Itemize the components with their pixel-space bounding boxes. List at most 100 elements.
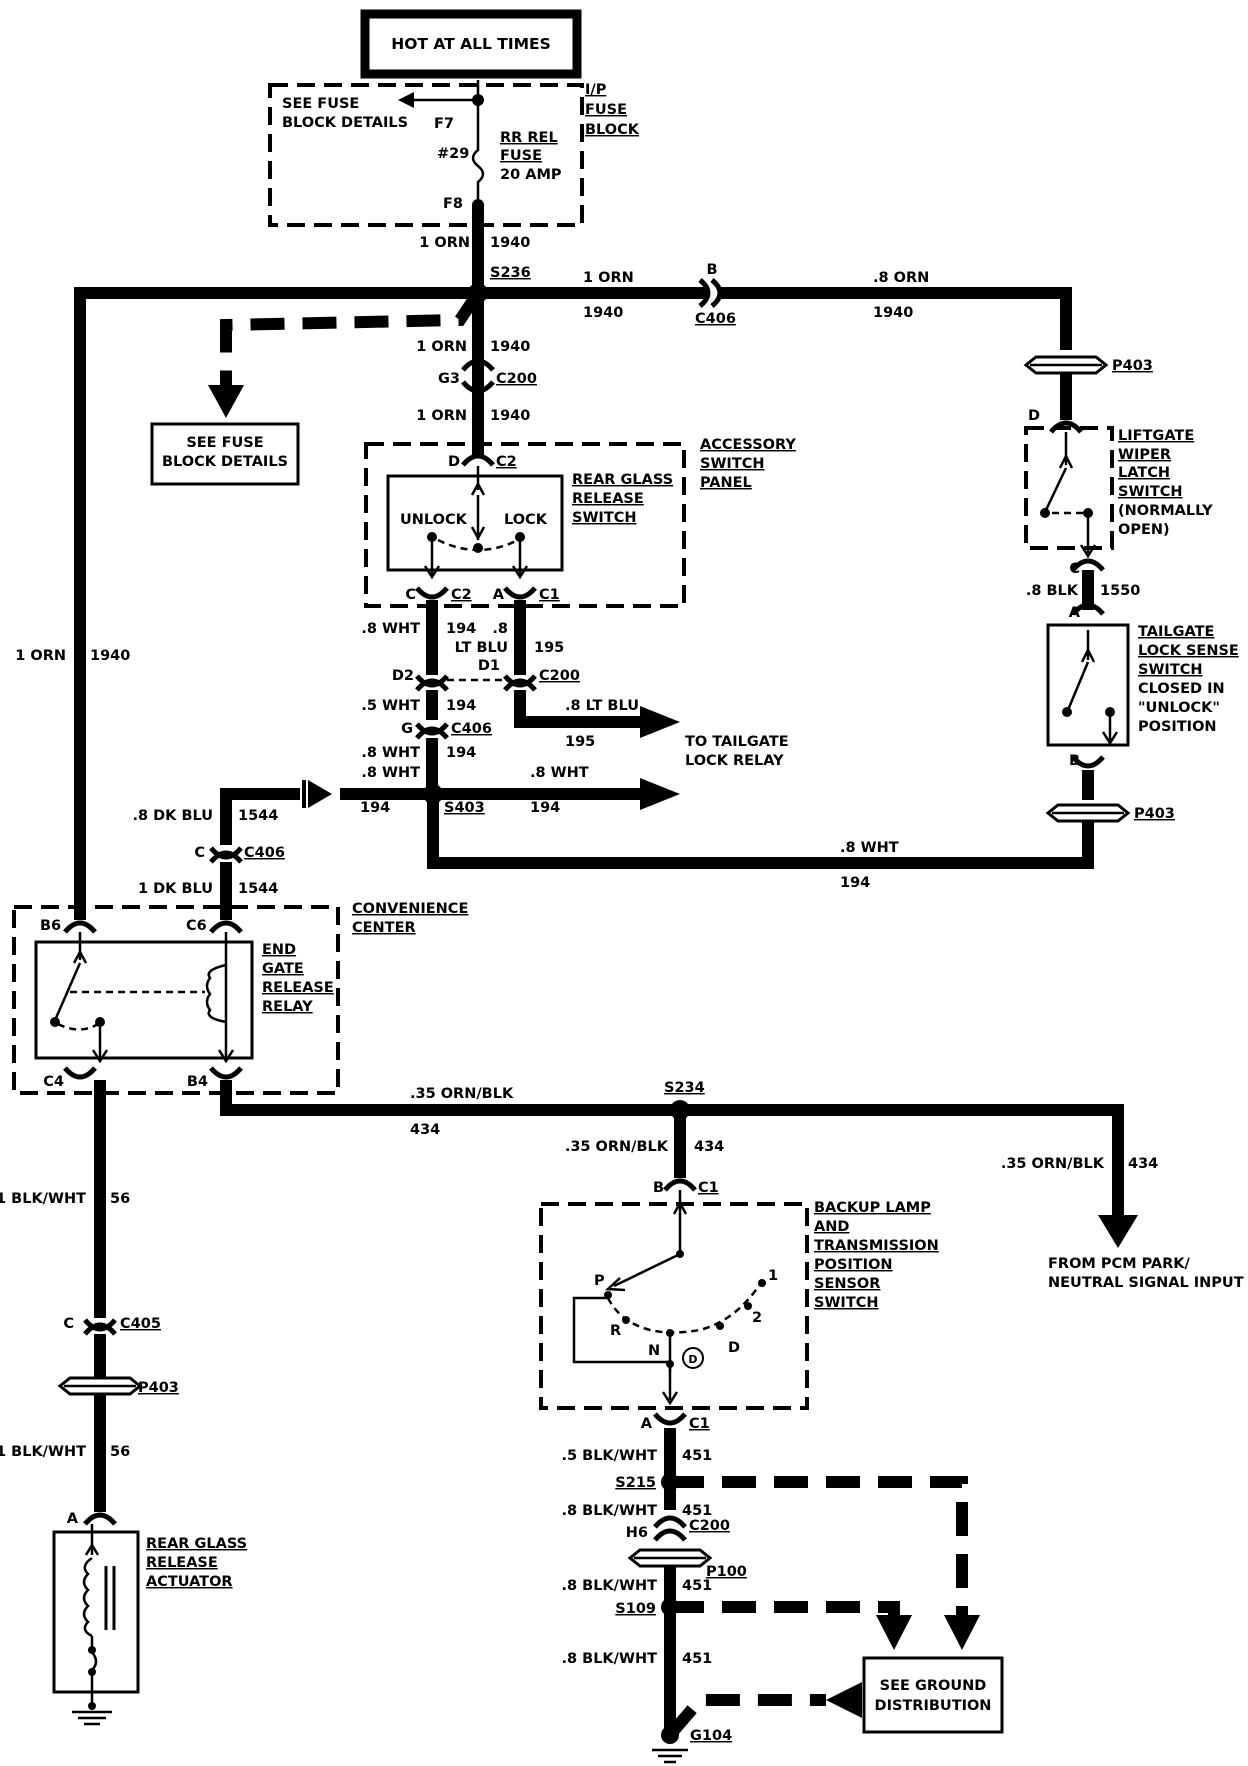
connector-d2 — [415, 674, 449, 688]
svg-text:451: 451 — [682, 1448, 712, 1464]
svg-text:SWITCH: SWITCH — [1138, 662, 1203, 678]
svg-text:UNLOCK: UNLOCK — [400, 512, 468, 528]
svg-text:C4: C4 — [43, 1074, 64, 1090]
svg-text:C406: C406 — [451, 721, 492, 737]
svg-text:1 BLK/WHT: 1 BLK/WHT — [0, 1444, 86, 1460]
svg-text:REAR GLASS: REAR GLASS — [572, 472, 673, 488]
arrow-left-icon — [398, 92, 414, 108]
svg-text:F8: F8 — [443, 196, 463, 212]
svg-text:195: 195 — [534, 640, 564, 656]
svg-text:1 DK BLU: 1 DK BLU — [138, 881, 213, 897]
liftgate-wiper-latch-switch — [1024, 426, 1114, 559]
svg-text:.8 BLK/WHT: .8 BLK/WHT — [562, 1503, 658, 1519]
svg-text:POSITION: POSITION — [814, 1257, 893, 1273]
connector-b6 — [63, 920, 97, 934]
svg-text:.5 BLK/WHT: .5 BLK/WHT — [562, 1448, 658, 1464]
svg-text:POSITION: POSITION — [1138, 719, 1217, 735]
svg-text:LATCH: LATCH — [1118, 465, 1170, 481]
connector-actuator-a — [83, 1512, 117, 1526]
svg-text:1940: 1940 — [583, 305, 623, 321]
svg-text:CENTER: CENTER — [352, 920, 416, 936]
ground-icon — [652, 1748, 688, 1764]
svg-text:A: A — [641, 1416, 653, 1432]
arrow-right-icon — [640, 706, 680, 738]
svg-text:C2: C2 — [496, 454, 517, 470]
svg-text:H6: H6 — [626, 1525, 648, 1541]
svg-text:FUSE: FUSE — [500, 148, 542, 164]
svg-text:BLOCK DETAILS: BLOCK DETAILS — [282, 115, 408, 131]
svg-text:194: 194 — [530, 800, 560, 816]
arrow-right-icon — [640, 778, 680, 810]
svg-text:1 ORN: 1 ORN — [419, 235, 470, 251]
svg-text:1544: 1544 — [238, 808, 278, 824]
hot-at-all-times-box: HOT AT ALL TIMES — [360, 9, 582, 79]
svg-text:D: D — [688, 1353, 697, 1366]
svg-text:RELEASE: RELEASE — [262, 980, 334, 996]
connector-c406-b-in — [698, 278, 711, 308]
left-fuse-details-box: SEE FUSE BLOCK DETAILS — [150, 422, 300, 486]
svg-text:.8 WHT: .8 WHT — [530, 765, 589, 781]
svg-text:C: C — [63, 1316, 74, 1332]
svg-text:C6: C6 — [186, 918, 207, 934]
svg-text:434: 434 — [694, 1139, 724, 1155]
see-fuse-details-label: SEE FUSE — [282, 96, 359, 112]
svg-text:C1: C1 — [689, 1416, 710, 1432]
svg-text:.5 WHT: .5 WHT — [361, 698, 420, 714]
svg-text:1 ORN: 1 ORN — [416, 339, 467, 355]
svg-text:1940: 1940 — [490, 339, 530, 355]
svg-text:B4: B4 — [187, 1074, 208, 1090]
connector-c200-g3-top — [461, 358, 495, 372]
connector-c200-g3-bottom — [461, 380, 495, 394]
arrow-left-icon — [826, 1682, 862, 1718]
connector-d2-b — [415, 678, 449, 692]
connector-c1-b — [663, 1178, 697, 1192]
svg-text:G3: G3 — [438, 371, 460, 387]
svg-text:56: 56 — [110, 1191, 130, 1207]
svg-text:S109: S109 — [615, 1601, 656, 1617]
connector-c4 — [63, 1066, 97, 1080]
svg-text:.35 ORN/BLK: .35 ORN/BLK — [410, 1086, 514, 1102]
svg-text:.35 ORN/BLK: .35 ORN/BLK — [1001, 1156, 1105, 1172]
fuse-block-label: I/P — [585, 82, 607, 98]
svg-text:B: B — [653, 1180, 664, 1196]
svg-text:C: C — [405, 587, 416, 603]
connector-c200-d1 — [503, 674, 537, 688]
svg-text:.8 ORN: .8 ORN — [873, 270, 929, 286]
svg-text:DISTRIBUTION: DISTRIBUTION — [875, 1698, 992, 1714]
connector-c406-c-bottom — [209, 850, 243, 864]
svg-text:S236: S236 — [490, 265, 531, 281]
connector-c1-a-bottom — [653, 1412, 687, 1426]
svg-text:1544: 1544 — [238, 881, 278, 897]
svg-text:#29: #29 — [437, 146, 469, 162]
svg-text:SEE GROUND: SEE GROUND — [880, 1678, 987, 1694]
svg-text:451: 451 — [682, 1651, 712, 1667]
connector-c406-g-top — [415, 722, 449, 736]
svg-text:C406: C406 — [244, 845, 285, 861]
svg-text:C1: C1 — [698, 1180, 719, 1196]
svg-text:B: B — [1069, 753, 1080, 769]
connector-c6 — [209, 920, 243, 934]
svg-text:1 BLK/WHT: 1 BLK/WHT — [0, 1191, 86, 1207]
svg-text:C: C — [194, 845, 205, 861]
connector-c405-bottom — [83, 1322, 117, 1336]
svg-text:434: 434 — [410, 1122, 440, 1138]
svg-text:PANEL: PANEL — [700, 475, 752, 491]
svg-text:C1: C1 — [539, 587, 560, 603]
svg-text:1: 1 — [768, 1268, 778, 1284]
svg-text:434: 434 — [1128, 1156, 1158, 1172]
svg-text:RELAY: RELAY — [262, 999, 313, 1015]
svg-text:NEUTRAL SIGNAL INPUT: NEUTRAL SIGNAL INPUT — [1048, 1275, 1244, 1291]
svg-text:RR REL: RR REL — [500, 130, 558, 146]
svg-text:1 ORN: 1 ORN — [15, 648, 66, 664]
svg-text:P: P — [594, 1273, 605, 1289]
arrow-down-icon — [1098, 1215, 1138, 1248]
fuse-29 — [471, 100, 485, 203]
svg-text:194: 194 — [446, 745, 476, 761]
convenience-center — [12, 905, 340, 1095]
arrow-down-icon — [876, 1615, 912, 1650]
svg-text:B6: B6 — [40, 918, 61, 934]
svg-text:SWITCH: SWITCH — [572, 510, 637, 526]
svg-text:.8 LT BLU: .8 LT BLU — [565, 698, 639, 714]
svg-text:END: END — [262, 942, 296, 958]
svg-text:F7: F7 — [434, 116, 454, 132]
